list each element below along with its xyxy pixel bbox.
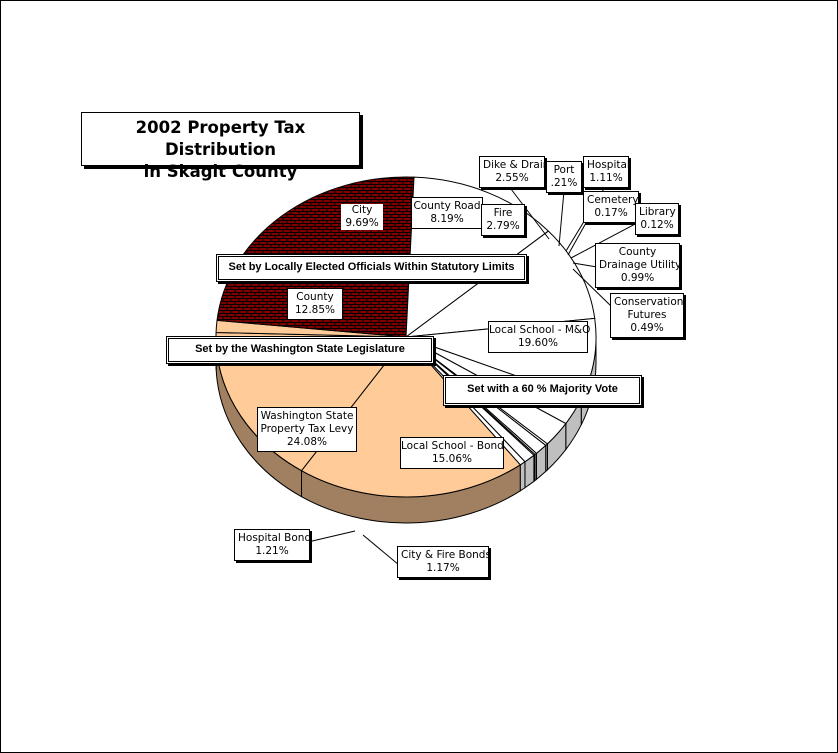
leader-conservation-futures xyxy=(572,268,613,308)
leader-library xyxy=(570,222,638,259)
leader-hospital-bond xyxy=(307,530,356,543)
label-port: Port.21% xyxy=(546,161,582,193)
pie-sides xyxy=(215,336,597,524)
group-local-officials: Set by Locally Elected Officials Within … xyxy=(216,254,527,282)
leader-city-fire-bonds xyxy=(362,534,400,566)
title-line-2: in Skagit County xyxy=(143,162,298,181)
leader-county-drainage-utility xyxy=(572,262,598,268)
group-state-legislature: Set by the Washington State Legislature xyxy=(166,336,434,364)
pie-slice-city xyxy=(404,230,596,338)
group-majority-vote: Set with a 60 % Majority Vote xyxy=(443,375,642,406)
pie-side-conservation-futures xyxy=(519,460,526,492)
leader-port xyxy=(558,190,565,247)
chart-title: 2002 Property Tax Distribution in Skagit… xyxy=(81,112,360,181)
leader-dike-drain xyxy=(510,188,550,240)
title-line-1: 2002 Property Tax Distribution xyxy=(135,118,306,159)
